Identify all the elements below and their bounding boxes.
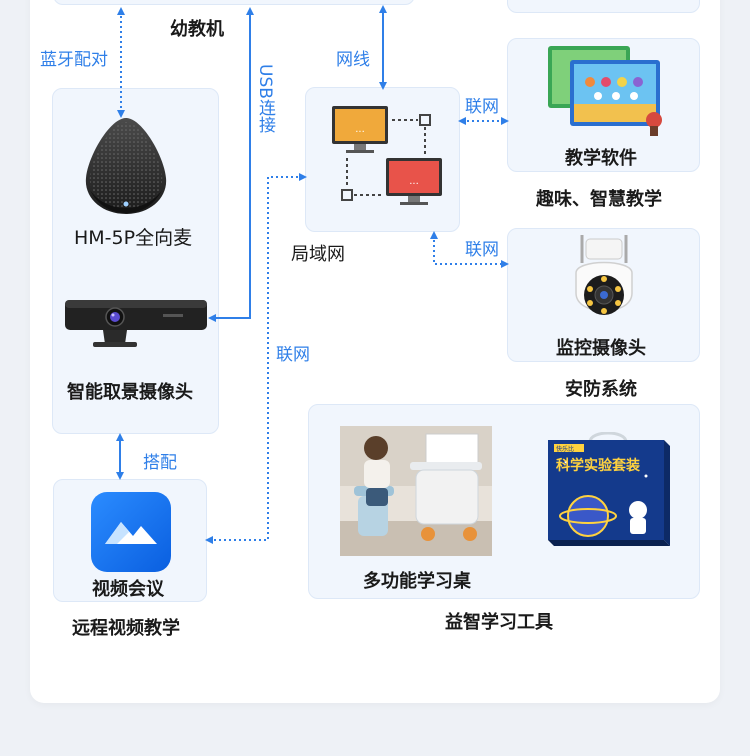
learning-desk-label: 多功能学习桌 [363, 571, 471, 592]
svg-text:...: ... [355, 124, 365, 135]
svg-text:...: ... [409, 176, 419, 187]
science-kit-image: 快乐比 科学实验套装 [548, 432, 670, 546]
lan-diagram-image: ... ... [332, 106, 442, 205]
video-meeting-app-icon[interactable] [91, 492, 171, 572]
teaching-software-image [548, 46, 662, 136]
security-system-label: 安防系统 [565, 379, 637, 400]
fun-teaching-label: 趣味、智慧教学 [536, 189, 662, 210]
kit-title-text: 科学实验套装 [556, 457, 641, 474]
mic-name-label: HM-5P全向麦 [74, 227, 193, 249]
video-meeting-label: 视频会议 [92, 579, 164, 600]
network-link-label-2: 联网 [465, 240, 499, 260]
network-link-label-3: 联网 [276, 345, 310, 365]
bluetooth-pair-label: 蓝牙配对 [40, 50, 108, 70]
security-camera-image [575, 235, 633, 315]
lan-security-connector [430, 231, 509, 268]
lan-meeting-connector [205, 173, 307, 544]
kit-brand-text: 快乐比 [556, 445, 574, 453]
remote-teaching-label: 远程视频教学 [72, 618, 180, 639]
network-cable-label: 网线 [336, 50, 370, 70]
learning-desk-image [340, 426, 492, 556]
usb-connector [208, 7, 254, 322]
lan-label: 局域网 [291, 244, 345, 265]
security-camera-label: 监控摄像头 [556, 338, 646, 359]
camera-name-label: 智能取景摄像头 [67, 382, 193, 403]
network-link-label-1: 联网 [465, 97, 499, 117]
smart-camera-image [65, 300, 207, 347]
pair-label: 搭配 [143, 453, 177, 473]
omni-mic-image [85, 118, 167, 214]
teaching-software-label: 教学软件 [565, 148, 637, 169]
usb-connect-label: USB连接 [255, 64, 275, 133]
edu-tools-label: 益智学习工具 [445, 612, 553, 633]
